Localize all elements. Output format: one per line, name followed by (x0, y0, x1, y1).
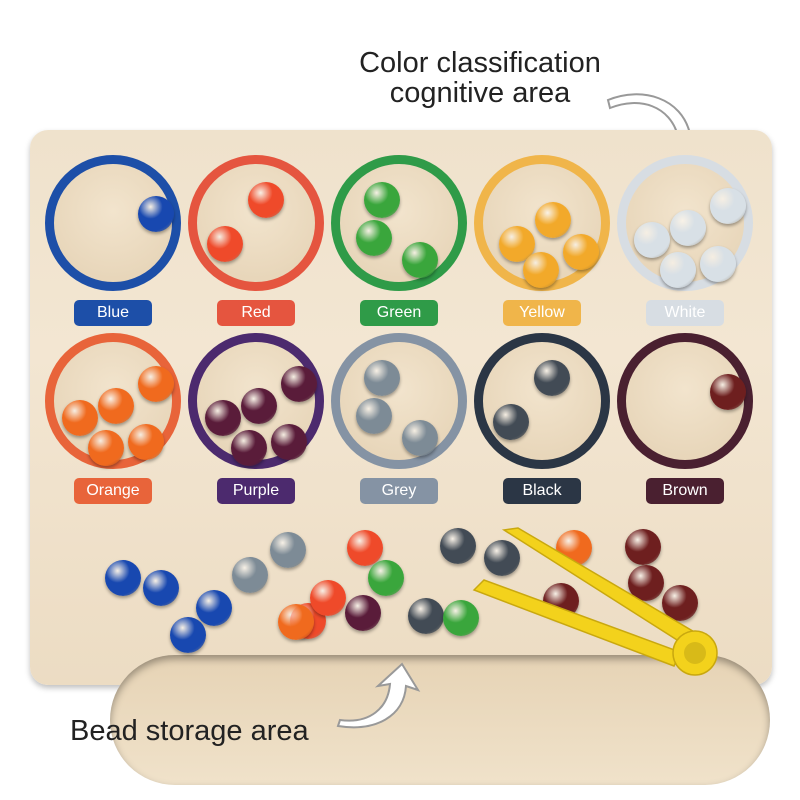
orange-bead[interactable] (88, 430, 124, 466)
label-blue: Blue (74, 300, 152, 326)
green-bead[interactable] (443, 600, 479, 636)
green-bead[interactable] (364, 182, 400, 218)
orange-bead[interactable] (98, 388, 134, 424)
purple-bead[interactable] (231, 430, 267, 466)
blue-bead[interactable] (170, 617, 206, 653)
white-bead[interactable] (700, 246, 736, 282)
well-green (331, 155, 467, 291)
well-black (474, 333, 610, 469)
label-yellow: Yellow (503, 300, 581, 326)
brown-bead[interactable] (710, 374, 746, 410)
brown-bead[interactable] (662, 585, 698, 621)
brown-bead[interactable] (625, 529, 661, 565)
white-bead[interactable] (660, 252, 696, 288)
grey-bead[interactable] (270, 532, 306, 568)
red-bead[interactable] (248, 182, 284, 218)
purple-bead[interactable] (281, 366, 317, 402)
well-red (188, 155, 324, 291)
white-bead[interactable] (670, 210, 706, 246)
red-bead[interactable] (207, 226, 243, 262)
red-bead[interactable] (310, 580, 346, 616)
green-bead[interactable] (368, 560, 404, 596)
brown-bead[interactable] (628, 565, 664, 601)
black-bead[interactable] (408, 598, 444, 634)
bead-storage-tray (110, 655, 770, 785)
label-green: Green (360, 300, 438, 326)
black-bead[interactable] (493, 404, 529, 440)
grey-bead[interactable] (402, 420, 438, 456)
yellow-bead[interactable] (563, 234, 599, 270)
purple-bead[interactable] (241, 388, 277, 424)
yellow-bead[interactable] (535, 202, 571, 238)
label-grey: Grey (360, 478, 438, 504)
orange-bead[interactable] (278, 604, 314, 640)
black-bead[interactable] (534, 360, 570, 396)
orange-bead[interactable] (128, 424, 164, 460)
yellow-bead[interactable] (523, 252, 559, 288)
blue-bead[interactable] (105, 560, 141, 596)
orange-bead[interactable] (62, 400, 98, 436)
blue-bead[interactable] (196, 590, 232, 626)
yellow-tweezers[interactable] (470, 520, 730, 680)
label-purple: Purple (217, 478, 295, 504)
blue-bead[interactable] (143, 570, 179, 606)
purple-bead[interactable] (205, 400, 241, 436)
black-bead[interactable] (440, 528, 476, 564)
label-red: Red (217, 300, 295, 326)
red-bead[interactable] (347, 530, 383, 566)
white-bead[interactable] (710, 188, 746, 224)
orange-bead[interactable] (138, 366, 174, 402)
white-bead[interactable] (634, 222, 670, 258)
black-bead[interactable] (484, 540, 520, 576)
label-black: Black (503, 478, 581, 504)
grey-bead[interactable] (364, 360, 400, 396)
purple-bead[interactable] (345, 595, 381, 631)
label-brown: Brown (646, 478, 724, 504)
label-white: White (646, 300, 724, 326)
label-orange: Orange (74, 478, 152, 504)
green-bead[interactable] (402, 242, 438, 278)
grey-bead[interactable] (232, 557, 268, 593)
grey-bead[interactable] (356, 398, 392, 434)
blue-bead[interactable] (138, 196, 174, 232)
curved-arrow-icon (336, 662, 421, 729)
green-bead[interactable] (356, 220, 392, 256)
well-grey (331, 333, 467, 469)
purple-bead[interactable] (271, 424, 307, 460)
bead-storage-caption: Bead storage area (70, 715, 309, 747)
